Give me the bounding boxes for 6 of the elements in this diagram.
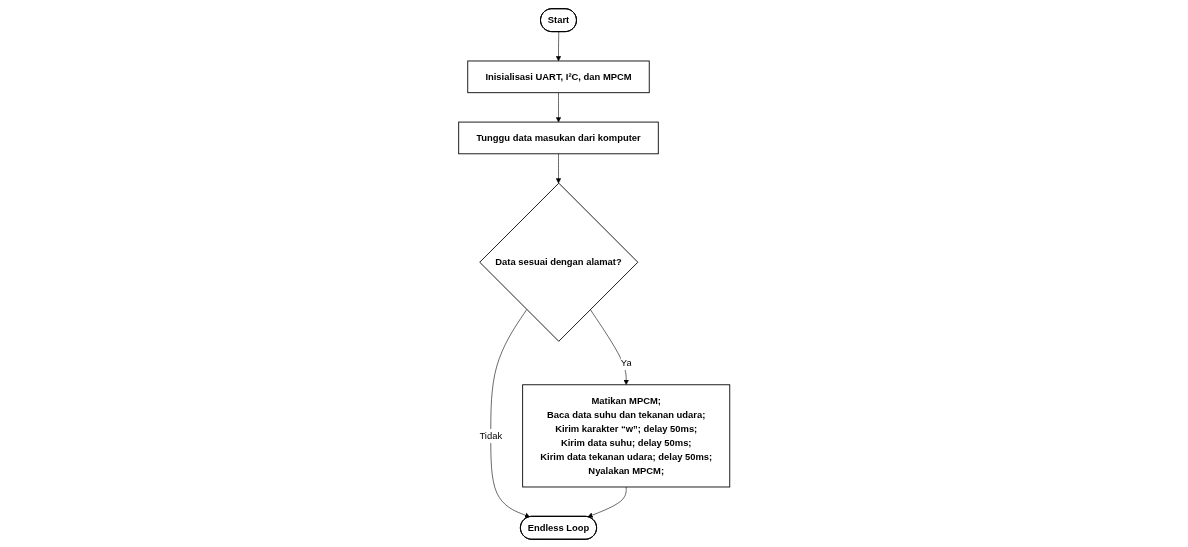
node-box: Matikan MPCM; Baca data suhu dan tekanan udara; Kirim karakter “w”; delay 50ms; Kirim data suhu; delay 50ms; Kirim data tekanan udara; delay 50ms; Nyalakan MPCM;	[521, 383, 730, 487]
node-box: Tunggu data masukan dari komputer	[458, 121, 659, 154]
edge-label: Tidak	[479, 430, 502, 441]
edge-label: Ya	[620, 357, 632, 368]
node-box: Inisialisasi UART, I²C, dan MPCM	[467, 60, 650, 93]
node-diamond: Data sesuai dengan alamat?	[479, 182, 639, 342]
